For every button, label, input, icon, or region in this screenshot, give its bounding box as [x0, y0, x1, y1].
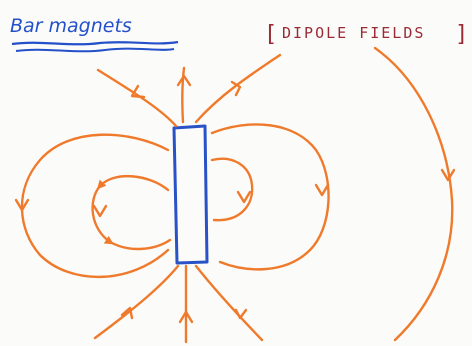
arrow-icons: [16, 76, 454, 322]
arrow-icon: [316, 185, 328, 195]
field-line-inner-left: [93, 176, 170, 249]
bar-magnet: [174, 126, 207, 263]
title-underline: [12, 42, 178, 44]
title-underline-2: [16, 49, 174, 52]
arrow-icon: [94, 206, 106, 216]
field-line-bottom-right: [196, 266, 262, 340]
arrow-icon: [236, 310, 246, 318]
field-line-far-right: [375, 48, 452, 340]
title-text: Bar magnets: [10, 15, 132, 37]
arrow-icon: [238, 192, 250, 202]
field-line-top-left: [98, 70, 176, 126]
label-left-bracket: [: [264, 22, 277, 47]
dipole-fields-label: DIPOLE FIELDS: [282, 24, 425, 42]
label-right-bracket: ]: [455, 22, 468, 47]
field-line-outer-right: [212, 124, 329, 269]
field-line-inner-right: [212, 159, 252, 220]
arrow-icon: [132, 86, 144, 97]
